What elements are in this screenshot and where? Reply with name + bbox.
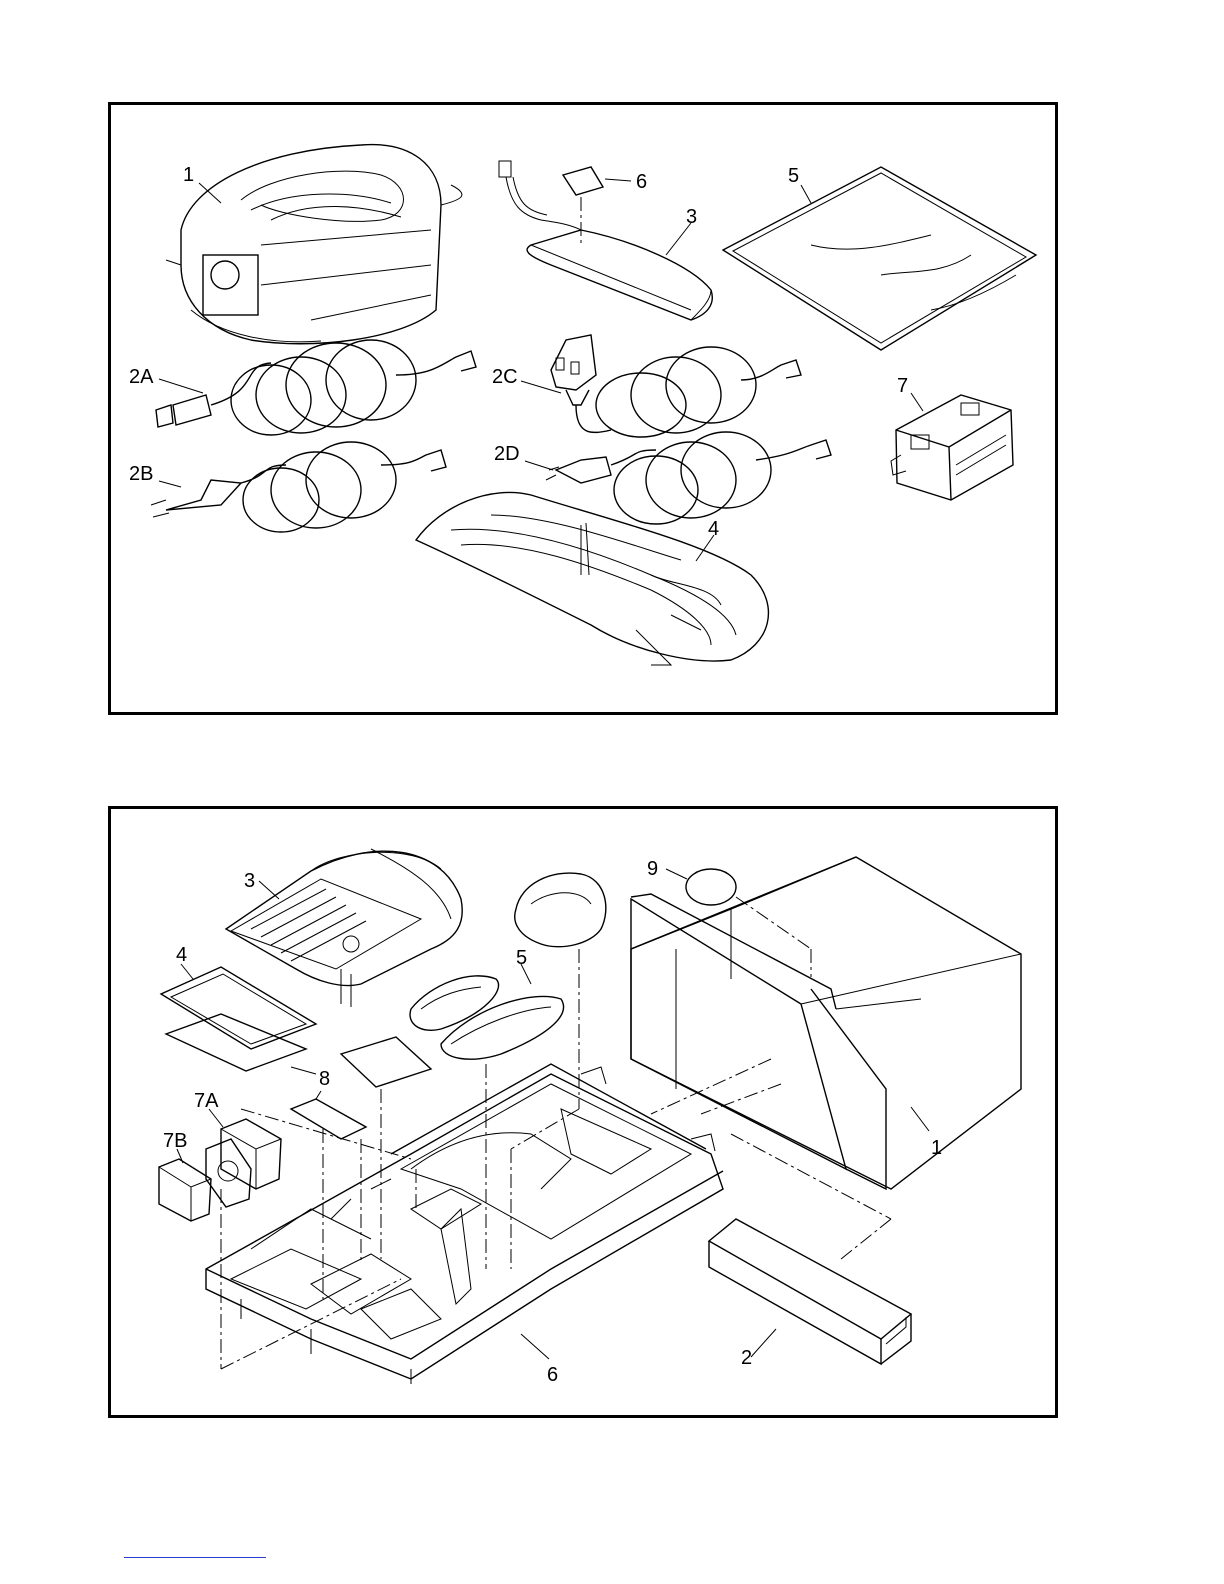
ferrite-core-7 <box>891 395 1013 500</box>
label-sheet <box>341 1037 431 1087</box>
power-cord-2c <box>551 335 801 437</box>
callout-2b: 2B <box>129 463 153 485</box>
callout-8: 8 <box>319 1068 330 1090</box>
callout-2a: 2A <box>129 366 154 388</box>
callout-6: 6 <box>547 1364 558 1386</box>
callout-1: 1 <box>931 1137 942 1159</box>
printer-in-bag <box>166 145 462 344</box>
callout-5: 5 <box>516 947 527 969</box>
bagged-cords-5 <box>410 976 563 1059</box>
tube-carton-2 <box>709 1219 911 1364</box>
packing-illustration: 3 4 8 5 7A 7B <box>111 809 1055 1415</box>
callout-2c: 2C <box>492 366 518 388</box>
callout-7a: 7A <box>194 1090 219 1112</box>
accessories-diagram-panel: 1 2A 2B 6 3 <box>108 102 1058 715</box>
footer-link-underline <box>124 1557 266 1558</box>
power-cord-2b <box>151 442 446 532</box>
packing-diagram-panel: 3 4 8 5 7A 7B <box>108 806 1058 1418</box>
tape-cassette-7b <box>159 1159 211 1221</box>
manual-in-bag-4 <box>161 967 316 1049</box>
battery-pack <box>291 1091 366 1139</box>
callout-1: 1 <box>183 164 194 186</box>
adapter-in-bag <box>515 873 606 947</box>
callout-5: 5 <box>788 165 799 187</box>
callout-7: 7 <box>897 375 908 397</box>
manual-in-bag-5 <box>723 167 1036 350</box>
sheet-8 <box>166 1014 306 1071</box>
desiccant-disc-9 <box>686 869 736 905</box>
power-cord-2d <box>546 432 831 524</box>
power-cord-2a <box>156 340 476 435</box>
callout-2: 2 <box>741 1347 752 1369</box>
callout-7b: 7B <box>163 1130 187 1152</box>
callout-4: 4 <box>708 518 719 540</box>
label-sheet-6 <box>563 167 603 195</box>
carrying-case-6 <box>206 1064 723 1384</box>
callout-6: 6 <box>636 171 647 193</box>
accessories-illustration: 1 2A 2B 6 3 <box>111 105 1055 712</box>
callout-4: 4 <box>176 944 187 966</box>
labeller-in-bag-3 <box>226 849 462 1007</box>
callout-2d: 2D <box>494 443 520 465</box>
callout-9: 9 <box>647 858 658 880</box>
callout-3: 3 <box>244 870 255 892</box>
battery-pack-3 <box>499 161 712 320</box>
callout-3: 3 <box>686 206 697 228</box>
